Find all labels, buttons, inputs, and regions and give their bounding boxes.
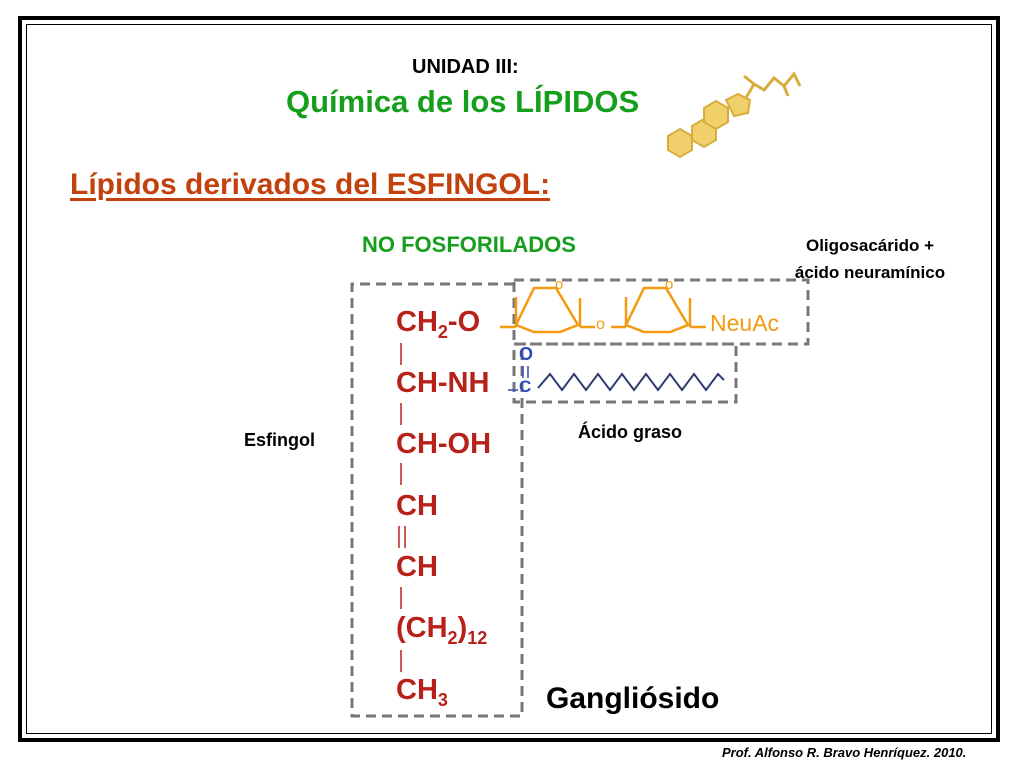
author-credit: Prof. Alfonso R. Bravo Henríquez. 2010. xyxy=(722,745,967,760)
ganglioside-label: Gangliósido xyxy=(546,682,720,715)
slide-frame-inner xyxy=(26,24,992,734)
glycosidic-oxygen: o xyxy=(596,316,605,333)
formula-choh: CH-OH xyxy=(396,428,492,460)
section-title: Lípidos derivados del ESFINGOL: xyxy=(70,168,551,201)
oligosaccharide-label-line2: ácido neuramínico xyxy=(794,263,946,282)
sugar-ring-2 xyxy=(624,286,690,334)
fatty-acid-dashed-box xyxy=(512,342,738,404)
formula-ch2o-sub: 2 xyxy=(437,321,448,342)
slide-frame-outer xyxy=(18,16,1000,742)
formula-chain-n: 12 xyxy=(467,627,488,648)
fatty-acid-chain xyxy=(537,372,725,392)
formula-chain-open: (CH xyxy=(396,612,448,644)
steroid-ring-c xyxy=(703,99,729,131)
steroid-ring-d xyxy=(724,92,752,118)
neuac-label: NeuAc xyxy=(710,310,780,336)
oligosaccharide-label-line1: Oligosacárido + xyxy=(805,236,934,255)
formula-chain-close: ) xyxy=(457,612,468,644)
formula-chain-sub: 2 xyxy=(447,627,458,648)
sugar-ring-1-oxygen: o xyxy=(555,276,564,293)
formula-ch3-main: CH xyxy=(396,674,438,706)
formula-ch3-sub: 3 xyxy=(437,689,448,710)
steroid-ring-a xyxy=(667,127,693,159)
carbonyl-carbon: C xyxy=(519,377,532,396)
unit-heading: UNIDAD III: xyxy=(412,56,519,78)
formula-ch3: CH3 xyxy=(396,674,448,711)
slide-title: Química de los LÍPIDOS xyxy=(286,84,640,119)
formula-ch2-chain: (CH2)12 xyxy=(396,612,487,649)
subtitle-no-fosforilados: NO FOSFORILADOS xyxy=(362,232,576,257)
formula-ch2o-tail: -O xyxy=(447,306,481,338)
fatty-acid-label: Ácido graso xyxy=(578,422,683,442)
oligosaccharide-label: Oligosacárido + ácido neuramínico xyxy=(760,232,980,286)
carbonyl-oxygen: O xyxy=(519,344,534,364)
esfingol-label: Esfingol xyxy=(244,430,315,450)
esfingol-dashed-box xyxy=(350,282,524,718)
formula-chnh: CH-NH xyxy=(396,367,490,399)
formula-ch2o: CH2-O xyxy=(396,306,480,343)
sugar-ring-1 xyxy=(514,286,580,334)
formula-ch-2: CH xyxy=(396,551,438,583)
formula-ch2o-main: CH xyxy=(396,306,438,338)
formula-ch-1: CH xyxy=(396,490,438,522)
sugar-ring-2-oxygen: o xyxy=(665,276,674,293)
